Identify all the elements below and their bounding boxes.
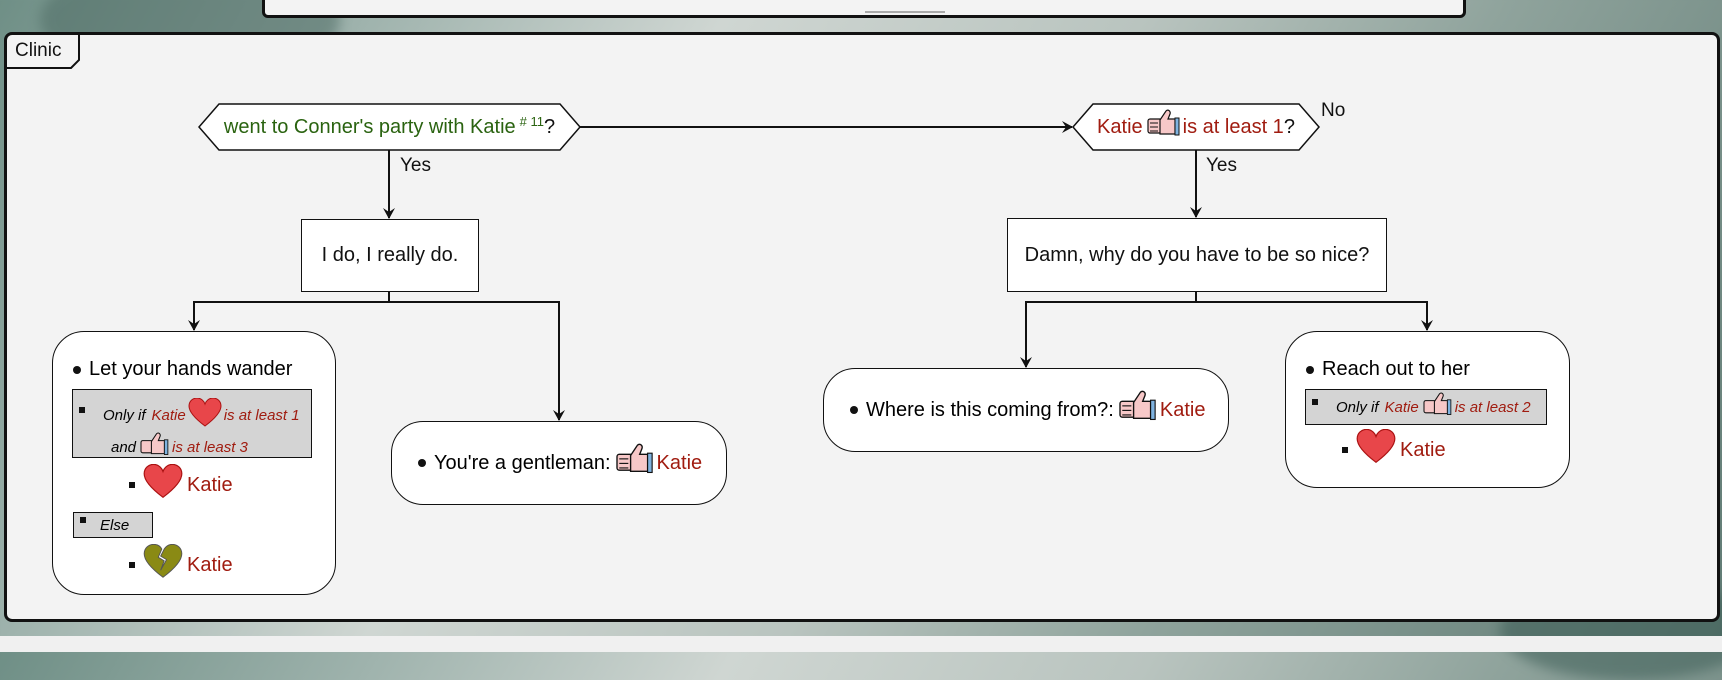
decision-right-shape [1072,103,1320,151]
choice1-title: Let your hands wander [89,358,293,380]
choice4-cond-text: is at least 2 [1454,398,1531,416]
broken-heart-icon [143,543,183,586]
choice4-result: Katie [1342,428,1549,471]
edge-to-choice3 [1020,292,1197,368]
choice1-result2-name: Katie [187,553,233,576]
choice2-name: Katie [656,451,703,474]
edge-to-choice2 [389,301,565,421]
choice4-result-name: Katie [1400,438,1446,461]
choice-where-is-this-coming-from[interactable]: Where is this coming from?: Katie [823,368,1229,452]
choice4-title-row: Reach out to her [1306,358,1549,381]
top-frame [262,0,1466,18]
decision-left-text: went to Conner's party with Katie [223,115,516,138]
choice-reach-out-to-her[interactable]: Reach out to her Only if Katie is at lea… [1285,331,1570,488]
thumbs-up-icon [614,443,654,483]
decision-right-text: is at least 1 [1182,115,1284,138]
choice3-name: Katie [1159,398,1206,421]
choice3-title: Where is this coming from?: [866,398,1114,421]
edge-label-right-yes: Yes [1206,155,1237,176]
edge-to-choice4 [1196,301,1433,331]
diagram-edges [188,103,1433,421]
choice2-title: You're a gentleman: [434,451,611,474]
edge-label-left-yes: Yes [400,155,431,176]
choice4-cond-name: Katie [1384,398,1419,416]
heart-icon [1356,428,1396,471]
frame-title: Clinic [15,40,62,61]
choice1-title-row: Let your hands wander [73,358,315,381]
edge-label-right-no: No [1321,100,1346,121]
decision-left-superscript: # 11 [519,113,544,129]
choice1-cond-text1: is at least 1 [223,406,300,424]
edge-to-choice1 [188,292,390,331]
choice1-condition: Only if Katie is at least 1 and is at le… [72,389,312,458]
choice1-cond-text2: is at least 3 [172,438,248,456]
node-damn-why: Damn, why do you have to be so nice? [1007,218,1387,292]
decision-left-suffix: ? [543,115,556,138]
thumbs-up-icon [138,432,170,462]
choice1-cond-name: Katie [151,406,186,424]
frame-tab-outline [7,35,80,69]
choice1-else: Else [73,512,153,538]
choice1-and: and [111,438,137,456]
choice4-title: Reach out to her [1322,358,1470,380]
thumbs-up-icon [1421,392,1453,422]
choice1-result1-name: Katie [187,473,233,496]
node-i-do: I do, I really do. [301,219,479,292]
choice-let-hands-wander[interactable]: Let your hands wander Only if Katie is a… [52,331,336,595]
bottom-strip [0,636,1722,652]
choice1-only-if: Only if [103,406,146,424]
decision-left: went to Conner's party with Katie # 11 ? [219,104,560,150]
heart-icon [143,463,183,506]
thumbs-up-icon [1146,109,1180,145]
thumbs-up-icon [1117,390,1157,430]
decision-right: Katie is at least 1 ? [1093,104,1299,150]
heart-icon [188,397,222,432]
choice4-only-if: Only if [1336,398,1379,416]
decision-right-name: Katie [1097,115,1143,138]
choice-youre-a-gentleman[interactable]: You're a gentleman: Katie [391,421,727,505]
choice1-result2: Katie [129,543,315,586]
choice4-condition: Only if Katie is at least 2 [1305,389,1547,425]
decision-right-suffix: ? [1283,115,1295,138]
choice1-result1: Katie [129,463,315,506]
